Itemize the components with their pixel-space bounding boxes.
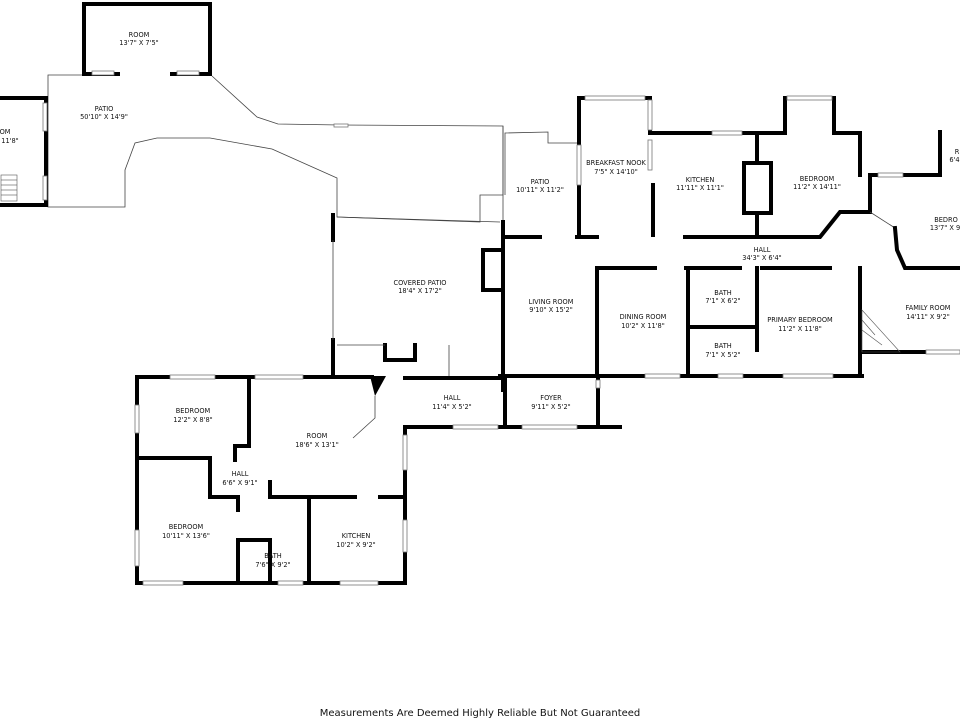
room-dimensions: 7'6" X 9'2" bbox=[255, 561, 290, 569]
room-dimensions: 11'2" X 14'11" bbox=[793, 183, 841, 191]
patio-outlines bbox=[47, 74, 578, 223]
breakfast-nook: BREAKFAST NOOK 7'5" X 14'10" bbox=[586, 159, 646, 176]
room-dimensions: 10'2" X 9'2" bbox=[336, 541, 375, 549]
main-house-walls bbox=[403, 95, 960, 430]
room-dimensions: 10'11" X 13'6" bbox=[162, 532, 210, 540]
room-name: HALL bbox=[232, 470, 249, 478]
room-right-partial: R 6'4" bbox=[949, 148, 960, 164]
room-dimensions: 18'4" X 17'2" bbox=[398, 287, 442, 295]
covered-patio-walls bbox=[331, 213, 502, 378]
disclaimer-footer: Measurements Are Deemed Highly Reliable … bbox=[319, 708, 641, 719]
room-dimensions: 13'7" X 9 bbox=[930, 224, 960, 232]
room-name: BEDROOM bbox=[169, 523, 204, 531]
room-dimensions: 11'11" X 11'1" bbox=[676, 184, 724, 192]
room-dimensions: 9'10" X 15'2" bbox=[529, 306, 573, 314]
room-top-walls bbox=[82, 2, 212, 76]
stairs-icon bbox=[861, 309, 901, 353]
hall-entry: HALL 11'4" X 5'2" bbox=[432, 394, 471, 411]
covered-patio: COVERED PATIO 18'4" X 17'2" bbox=[394, 279, 447, 295]
room-name: BATH bbox=[264, 552, 282, 560]
room-name: BEDRO bbox=[934, 216, 958, 224]
room-name: ROOM bbox=[307, 432, 328, 440]
room-name: PATIO bbox=[531, 178, 550, 186]
room-top: ROOM 13'7" X 7'5" bbox=[119, 31, 158, 47]
room-name: KITCHEN bbox=[686, 176, 715, 184]
room-dimensions: 6'4" bbox=[949, 156, 960, 164]
room-wing: ROOM 18'6" X 13'1" bbox=[295, 432, 339, 449]
room-name: KITCHEN bbox=[342, 532, 371, 540]
room-name: DINING ROOM bbox=[620, 313, 667, 321]
room-name: HALL bbox=[754, 246, 771, 254]
patio-small: PATIO 10'11" X 11'2" bbox=[516, 178, 564, 194]
room-name: BEDROOM bbox=[176, 407, 211, 415]
bath-upper: BATH 7'1" X 6'2" bbox=[705, 289, 740, 305]
room-name: R bbox=[955, 148, 960, 156]
room-dimensions: 14'11" X 9'2" bbox=[906, 313, 950, 321]
room-dimensions: 9'11" X 5'2" bbox=[531, 403, 570, 411]
room-name: BREAKFAST NOOK bbox=[586, 159, 646, 167]
room-dimensions: 11'2" X 11'8" bbox=[778, 325, 822, 333]
room-dimensions: 11'4" X 5'2" bbox=[432, 403, 471, 411]
patio-large: PATIO 50'10" X 14'9" bbox=[80, 105, 128, 121]
room-name: BATH bbox=[714, 289, 732, 297]
room-dimensions: 7'1" X 6'2" bbox=[705, 297, 740, 305]
room-name: OM bbox=[0, 128, 11, 136]
room-name: FOYER bbox=[540, 394, 562, 402]
room-dimensions: 12'2" X 8'8" bbox=[173, 416, 212, 424]
room-name: LIVING ROOM bbox=[529, 298, 574, 306]
room-dimensions: 10'2" X 11'8" bbox=[621, 322, 665, 330]
primary-bedroom: PRIMARY BEDROOM 11'2" X 11'8" bbox=[767, 316, 833, 333]
room-dimensions: 34'3" X 6'4" bbox=[742, 254, 781, 262]
room-dimensions: 7'5" X 14'10" bbox=[594, 168, 638, 176]
wing-walls bbox=[134, 374, 410, 586]
bedroom-wing-bottom: BEDROOM 10'11" X 13'6" bbox=[162, 523, 210, 540]
room-name: ROOM bbox=[129, 31, 150, 39]
room-name: COVERED PATIO bbox=[394, 279, 447, 287]
room-name: HALL bbox=[444, 394, 461, 402]
hall-main: HALL 34'3" X 6'4" bbox=[742, 246, 781, 262]
kitchen-wing: KITCHEN 10'2" X 9'2" bbox=[336, 532, 375, 549]
room-name: PRIMARY BEDROOM bbox=[767, 316, 833, 324]
bath-wing: BATH 7'6" X 9'2" bbox=[255, 552, 290, 569]
bedroom-right-partial: BEDRO 13'7" X 9 bbox=[930, 216, 960, 232]
room-name: BATH bbox=[714, 342, 732, 350]
bedroom-north: BEDROOM 11'2" X 14'11" bbox=[793, 175, 841, 191]
room-left-partial: OM 11'8" bbox=[0, 128, 19, 145]
room-dimensions: 18'6" X 13'1" bbox=[295, 441, 339, 449]
foyer: FOYER 9'11" X 5'2" bbox=[531, 394, 570, 411]
room-dimensions: 6'6" X 9'1" bbox=[222, 479, 257, 487]
room-name: BEDROOM bbox=[800, 175, 835, 183]
room-name: FAMILY ROOM bbox=[906, 304, 951, 312]
stairs-icon bbox=[0, 174, 18, 202]
living-room: LIVING ROOM 9'10" X 15'2" bbox=[529, 298, 574, 314]
room-left-walls bbox=[0, 96, 48, 207]
dining-room: DINING ROOM 10'2" X 11'8" bbox=[620, 313, 667, 330]
kitchen-main: KITCHEN 11'11" X 11'1" bbox=[676, 176, 724, 192]
room-name: PATIO bbox=[95, 105, 114, 113]
hall-wing: HALL 6'6" X 9'1" bbox=[222, 470, 257, 487]
room-dimensions: 50'10" X 14'9" bbox=[80, 113, 128, 121]
room-dimensions: 13'7" X 7'5" bbox=[119, 39, 158, 47]
bedroom-wing-top: BEDROOM 12'2" X 8'8" bbox=[173, 407, 212, 424]
bath-lower: BATH 7'1" X 5'2" bbox=[705, 342, 740, 359]
room-dimensions: 11'8" bbox=[1, 137, 18, 145]
room-dimensions: 10'11" X 11'2" bbox=[516, 186, 564, 194]
room-dimensions: 7'1" X 5'2" bbox=[705, 351, 740, 359]
family-room: FAMILY ROOM 14'11" X 9'2" bbox=[906, 304, 951, 321]
